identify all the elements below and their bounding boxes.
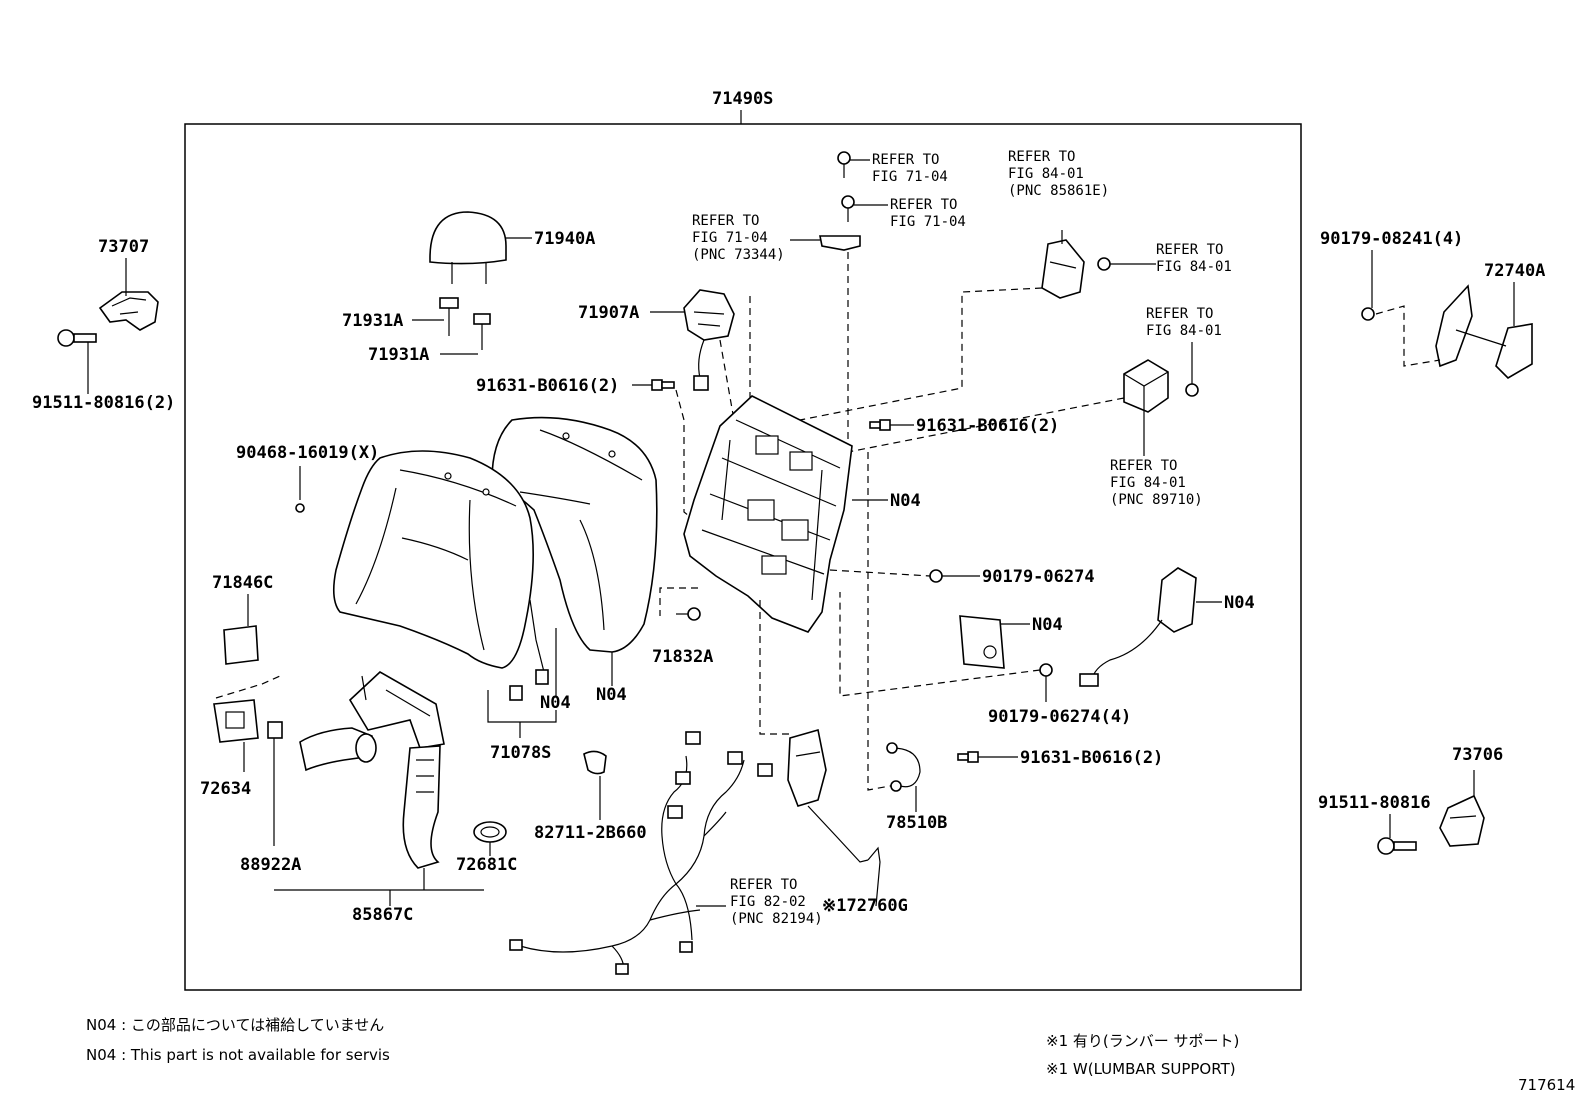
label-72740A[interactable]: 72740A	[1484, 261, 1545, 281]
label-88922A[interactable]: 88922A	[240, 855, 301, 875]
label-71078S[interactable]: 71078S	[490, 743, 551, 763]
ring-72681C[interactable]	[473, 821, 507, 843]
module-pnc-89710[interactable]	[1123, 359, 1169, 413]
bezel-72634[interactable]	[213, 699, 259, 743]
clip-82711-2B660[interactable]	[583, 750, 607, 775]
ref7-line3: (PNC 89710)	[1110, 492, 1203, 508]
headrest-support-71931A-2[interactable]	[473, 313, 491, 350]
ref2-line2: FIG 71-04	[890, 214, 966, 230]
cover-71846C[interactable]	[223, 625, 259, 665]
label-72760G[interactable]: ※172760G	[822, 896, 908, 916]
ref1-line2: FIG 71-04	[872, 169, 948, 185]
sensor-78510B[interactable]	[886, 742, 921, 792]
ref8-line1: REFER TO	[730, 877, 797, 893]
part-71907A[interactable]	[683, 289, 735, 391]
note-lumbar-jp: ※1 有り(ランバー サポート)	[1046, 1032, 1239, 1050]
label-71940A[interactable]: 71940A	[534, 229, 595, 249]
nut-90179-08241-4[interactable]	[1361, 307, 1375, 321]
part-73707-bracket[interactable]	[98, 291, 159, 331]
ref5-line2: FIG 84-01	[1156, 259, 1232, 275]
figure-id: 717614	[1518, 1076, 1575, 1094]
screw-top-2[interactable]	[841, 195, 855, 222]
ref6-line2: FIG 84-01	[1146, 323, 1222, 339]
lumbar-pump-n04[interactable]	[1079, 567, 1197, 687]
label-71907A[interactable]: 71907A	[578, 303, 639, 323]
seatback-pad-n04[interactable]	[491, 416, 658, 653]
ref1-line1: REFER TO	[872, 152, 939, 168]
label-82711-2B660[interactable]: 82711-2B660	[534, 823, 647, 843]
label-91631-B0616-2-b[interactable]: 91631-B0616(2)	[916, 416, 1059, 436]
ref3-line1: REFER TO	[692, 213, 759, 229]
ref3-line3: (PNC 73344)	[692, 247, 785, 263]
label-71931A-2[interactable]: 71931A	[368, 345, 429, 365]
bracket-73706[interactable]	[1439, 794, 1485, 847]
label-91631-B0616-2-a[interactable]: 91631-B0616(2)	[476, 376, 619, 396]
bolt-91511-80816[interactable]	[1377, 837, 1417, 855]
clip-90468-16019[interactable]	[295, 503, 305, 513]
label-71931A-1[interactable]: 71931A	[342, 311, 403, 331]
part-pnc-85861E[interactable]	[1041, 239, 1085, 299]
label-90468-16019[interactable]: 90468-16019(X)	[236, 443, 379, 463]
note-n04-en: N04 : This part is not available for ser…	[86, 1046, 390, 1064]
note-n04-jp: N04 : この部品については補給していません	[86, 1016, 384, 1034]
clip-88922A[interactable]	[267, 721, 283, 739]
actuator-72760G[interactable]	[787, 728, 881, 907]
label-90179-06274[interactable]: 90179-06274	[982, 567, 1095, 587]
note-lumbar-en: ※1 W(LUMBAR SUPPORT)	[1046, 1060, 1236, 1078]
label-85867C[interactable]: 85867C	[352, 905, 413, 925]
bolt-91631-B0616-2-b[interactable]	[869, 419, 891, 431]
label-73707[interactable]: 73707	[98, 237, 149, 257]
label-n04-frame[interactable]: N04	[890, 491, 921, 511]
bolt-91511-80816-2[interactable]	[57, 329, 97, 347]
duct-85867C[interactable]	[299, 671, 445, 869]
module-n04[interactable]	[959, 615, 1005, 669]
label-71846C[interactable]: 71846C	[212, 573, 273, 593]
seatback-frame-n04[interactable]	[683, 395, 853, 633]
ref6-line1: REFER TO	[1146, 306, 1213, 322]
ref8-line3: (PNC 82194)	[730, 911, 823, 927]
ref4-line3: (PNC 85861E)	[1008, 183, 1109, 199]
bracket-pnc-73344[interactable]	[819, 235, 861, 251]
bolt-71832A[interactable]	[676, 607, 701, 621]
ref4-line1: REFER TO	[1008, 149, 1075, 165]
seatback-cover-n04[interactable]	[332, 450, 549, 701]
assembly-frame	[184, 123, 1302, 991]
nut-85861E[interactable]	[1097, 257, 1111, 271]
label-73706[interactable]: 73706	[1452, 745, 1503, 765]
nut-90179-06274[interactable]	[929, 569, 943, 583]
label-n04-cover[interactable]: N04	[540, 693, 571, 713]
wire-harness-pnc-82194[interactable]	[509, 731, 773, 975]
ref8-line2: FIG 82-02	[730, 894, 806, 910]
bolt-91631-B0616-2-a[interactable]	[651, 379, 675, 391]
ref7-line2: FIG 84-01	[1110, 475, 1186, 491]
nut-89710[interactable]	[1185, 383, 1199, 397]
nut-90179-06274-4[interactable]	[1039, 663, 1053, 677]
label-72681C[interactable]: 72681C	[456, 855, 517, 875]
bolt-91631-B0616-2-c[interactable]	[957, 751, 979, 763]
label-91511-80816-2[interactable]: 91511-80816(2)	[32, 393, 175, 413]
hinge-72740A[interactable]	[1435, 284, 1533, 380]
label-90179-08241-4[interactable]: 90179-08241(4)	[1320, 229, 1463, 249]
label-78510B[interactable]: 78510B	[886, 813, 947, 833]
screw-top-1[interactable]	[837, 151, 851, 178]
headrest-71940A[interactable]	[429, 211, 507, 284]
label-90179-06274-4[interactable]: 90179-06274(4)	[988, 707, 1131, 727]
label-91631-B0616-2-c[interactable]: 91631-B0616(2)	[1020, 748, 1163, 768]
label-n04-lumbar[interactable]: N04	[1224, 593, 1255, 613]
headrest-support-71931A-1[interactable]	[439, 297, 459, 336]
label-71832A[interactable]: 71832A	[652, 647, 713, 667]
ref4-line2: FIG 84-01	[1008, 166, 1084, 182]
label-71490S[interactable]: 71490S	[712, 89, 773, 109]
label-91511-80816[interactable]: 91511-80816	[1318, 793, 1431, 813]
ref5-line1: REFER TO	[1156, 242, 1223, 258]
ref7-line1: REFER TO	[1110, 458, 1177, 474]
ref3-line2: FIG 71-04	[692, 230, 768, 246]
ref2-line1: REFER TO	[890, 197, 957, 213]
label-n04-seatback[interactable]: N04	[596, 685, 627, 705]
label-72634[interactable]: 72634	[200, 779, 251, 799]
label-n04-module[interactable]: N04	[1032, 615, 1063, 635]
